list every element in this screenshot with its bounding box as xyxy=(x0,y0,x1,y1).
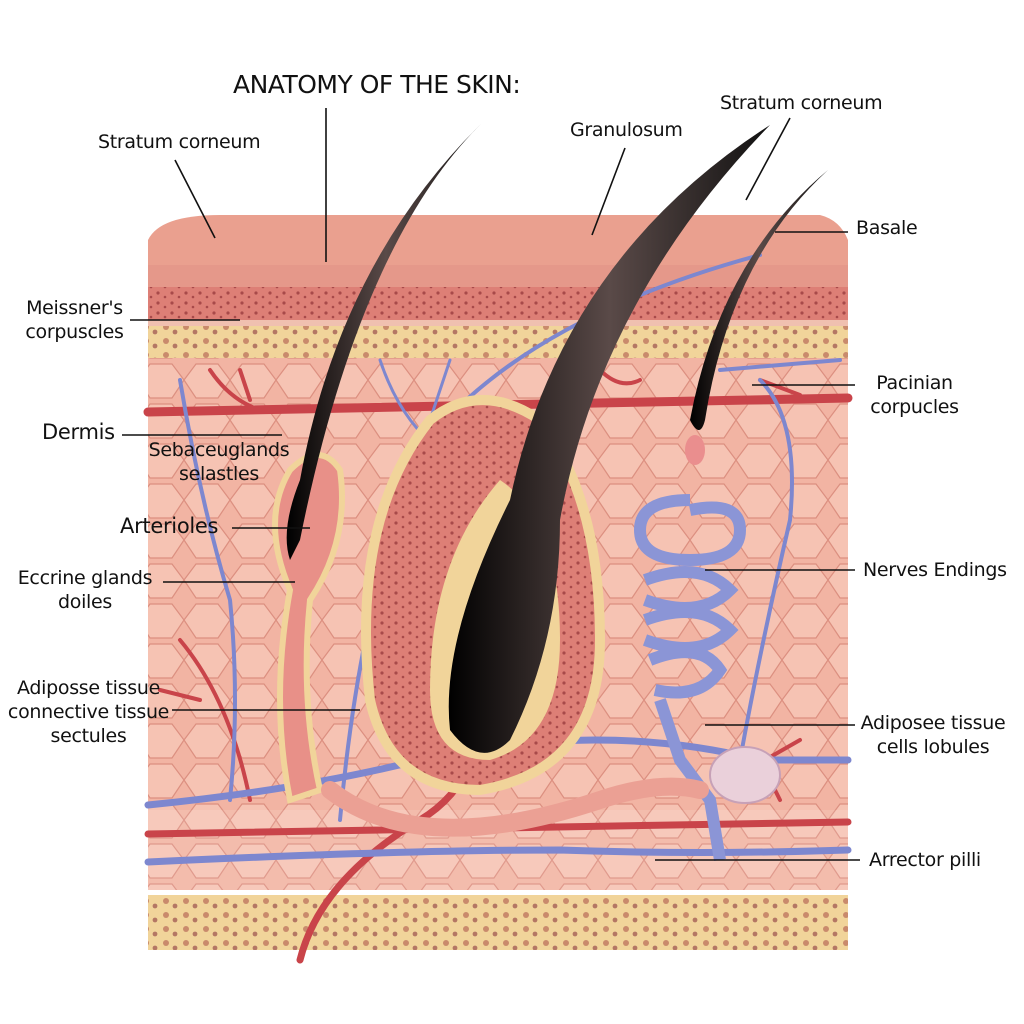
label-line: corpucles xyxy=(870,396,959,418)
label-dermis: Dermis xyxy=(42,420,115,444)
label-line: Pacinian xyxy=(876,372,953,394)
hairs xyxy=(286,120,828,753)
label-sebaceous-glands: Sebaceuglands selastles xyxy=(146,438,292,486)
label-line: sectules xyxy=(50,725,127,747)
pink-lobule xyxy=(709,746,781,804)
label-line: Sebaceuglands xyxy=(148,439,290,461)
label-line: doiles xyxy=(57,591,113,613)
eccrine-coil xyxy=(633,494,747,861)
label-arterioles: Arterioles xyxy=(120,514,219,538)
label-line: Adiposee tissue xyxy=(860,712,1006,734)
label-adipose-tissue-right: Adiposee tissue cells lobules xyxy=(858,711,1008,759)
label-meissners-corpuscles: Meissner's corpuscles xyxy=(22,296,127,344)
label-pacinian-corpuscles: Pacinian corpucles xyxy=(862,371,967,419)
adipose-layer xyxy=(148,895,848,950)
label-basale: Basale xyxy=(856,217,918,239)
label-line: Adiposse tissue xyxy=(17,677,160,699)
yellow-papillary-layer xyxy=(148,326,848,358)
label-line: selastles xyxy=(178,463,260,485)
label-line: Eccrine glands xyxy=(17,567,153,589)
label-stratum-corneum-right: Stratum corneum xyxy=(720,92,883,114)
label-adipose-tissue-left: Adiposse tissue connective tissue sectul… xyxy=(6,676,171,748)
label-eccrine-glands: Eccrine glands doiles xyxy=(10,566,160,614)
granular-layer xyxy=(148,287,848,320)
label-arrector-pili: Arrector pilli xyxy=(869,849,981,871)
label-stratum-corneum-left: Stratum corneum xyxy=(98,131,261,153)
label-nerve-endings: Nerves Endings xyxy=(863,559,1007,581)
label-line: cells lobules xyxy=(876,736,990,758)
label-granulosum: Granulosum xyxy=(570,119,683,141)
diagram-title: ANATOMY OF THE SKIN: xyxy=(233,70,521,99)
label-line: corpuscles xyxy=(25,321,124,343)
label-line: Meissner's xyxy=(26,297,123,319)
label-line: connective tissue xyxy=(7,701,170,723)
leader-lines xyxy=(122,108,860,861)
